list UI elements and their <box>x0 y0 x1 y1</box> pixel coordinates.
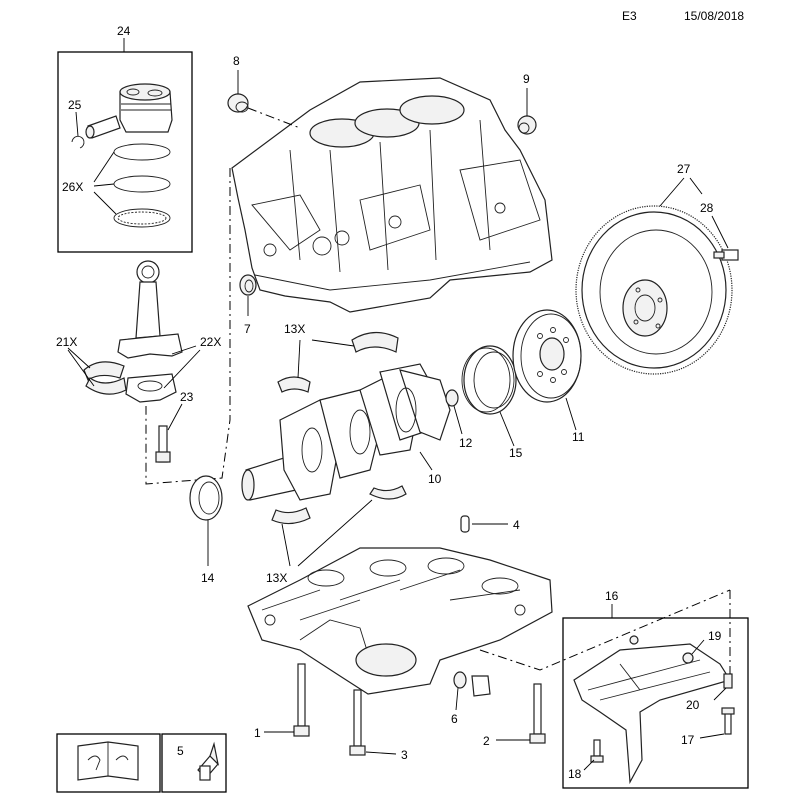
callout-11: 11 <box>572 430 585 444</box>
callout-16: 16 <box>605 589 619 603</box>
shield-bolt-17 <box>721 707 735 735</box>
callout-21x: 21X <box>56 335 77 349</box>
callout-1: 1 <box>254 726 261 740</box>
expansion-plug-8 <box>227 93 249 113</box>
section-code: E3 <box>622 9 637 23</box>
callout-5: 5 <box>177 744 184 758</box>
rear-main-seal <box>461 345 517 415</box>
shield-kit-box <box>562 590 749 789</box>
callout-9: 9 <box>523 72 530 86</box>
piston-circlip <box>71 135 85 149</box>
oil-seal-7 <box>239 274 257 296</box>
callout-2: 2 <box>483 734 490 748</box>
callout-24: 24 <box>117 24 131 38</box>
flywheel <box>575 205 733 375</box>
cylinder-block <box>231 77 553 313</box>
engine-shield <box>573 643 731 785</box>
main-bearing-upper <box>277 331 399 393</box>
manual-book-icon <box>77 741 139 781</box>
flywheel-bolt <box>713 249 739 261</box>
rod-cap <box>125 373 177 403</box>
piston-kit-box <box>57 38 193 253</box>
crankcase-bolt-1 <box>293 663 310 737</box>
crankcase-bolt-2 <box>529 683 546 744</box>
piston <box>119 83 173 133</box>
shield-nut-19 <box>682 652 694 664</box>
callout-10: 10 <box>428 472 442 486</box>
rod-bolt <box>155 425 171 463</box>
main-bearing-lower <box>271 485 407 525</box>
piston-pin <box>85 115 121 139</box>
crankcase-bolt-3 <box>349 689 366 756</box>
oil-drain-plug <box>453 671 491 697</box>
callout-18: 18 <box>568 767 582 781</box>
rod-bearing-shells <box>83 361 127 395</box>
callout-23: 23 <box>180 390 194 404</box>
piston-rings <box>113 143 171 228</box>
callout-13x-upper: 13X <box>284 322 305 336</box>
diagram-date: 15/08/2018 <box>684 9 744 23</box>
callout-26x: 26X <box>62 180 83 194</box>
callout-15: 15 <box>509 446 523 460</box>
callout-25: 25 <box>68 98 82 112</box>
callout-17: 17 <box>681 733 695 747</box>
drive-plate <box>512 309 582 403</box>
callout-28: 28 <box>700 201 714 215</box>
sealant-box <box>161 733 227 793</box>
callout-3: 3 <box>401 748 408 762</box>
lower-crankcase <box>247 547 553 695</box>
callout-8: 8 <box>233 54 240 68</box>
callout-27: 27 <box>677 162 691 176</box>
sealant-tube-icon <box>197 741 219 781</box>
callout-14: 14 <box>201 571 215 585</box>
crank-dowel <box>445 389 459 407</box>
callout-6: 6 <box>451 712 458 726</box>
connecting-rod <box>117 260 183 359</box>
callout-13x-lower: 13X <box>266 571 287 585</box>
callout-7: 7 <box>244 322 251 336</box>
callout-4: 4 <box>513 518 520 532</box>
callout-12: 12 <box>459 436 473 450</box>
callout-20: 20 <box>686 698 700 712</box>
callout-19: 19 <box>708 629 722 643</box>
crankshaft <box>241 363 451 501</box>
expansion-plug-9 <box>517 115 537 135</box>
front-crank-seal <box>189 475 223 521</box>
shield-clip-20 <box>723 673 733 689</box>
dowel-pin <box>460 515 470 533</box>
callout-22x: 22X <box>200 335 221 349</box>
shield-bolt-18 <box>590 739 604 763</box>
manual-reference-box <box>56 733 161 793</box>
